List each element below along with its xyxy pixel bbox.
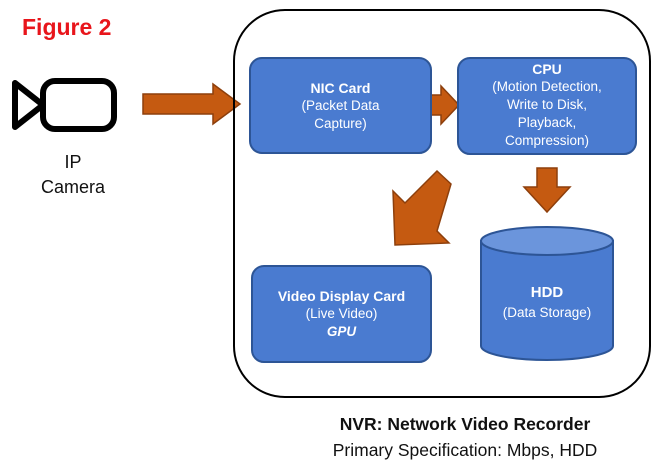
caption-spec: Primary Specification: Mbps, HDD bbox=[332, 440, 598, 460]
nvr-enclosure bbox=[233, 9, 651, 398]
nic-card-line1: (Packet Data bbox=[301, 97, 380, 113]
arrow-nic-to-cpu bbox=[430, 84, 461, 126]
hdd-title: HDD bbox=[530, 284, 564, 301]
arrow-cpu-to-hdd bbox=[522, 167, 572, 214]
camera-label: IP Camera bbox=[28, 150, 118, 200]
cpu-line2: Write to Disk, bbox=[506, 97, 587, 112]
cpu-line4: Compression) bbox=[504, 133, 590, 148]
video-card-gpu: GPU bbox=[326, 324, 357, 339]
nic-card-block: NIC Card (Packet Data Capture) bbox=[249, 57, 432, 154]
hdd-line1: (Data Storage) bbox=[502, 305, 592, 320]
nic-card-title: NIC Card bbox=[310, 79, 371, 96]
cpu-line1: (Motion Detection, bbox=[492, 79, 602, 94]
nic-card-line2: Capture) bbox=[314, 115, 367, 131]
figure-label: Figure 2 bbox=[22, 14, 112, 40]
video-card-title: Video Display Card bbox=[277, 288, 406, 304]
hdd-cylinder bbox=[480, 226, 614, 361]
cpu-title: CPU bbox=[532, 61, 562, 77]
video-camera-icon bbox=[12, 78, 117, 132]
cpu-line3: Playback, bbox=[517, 115, 577, 130]
video-card-line1: (Live Video) bbox=[305, 306, 378, 321]
hdd-label: HDD (Data Storage) bbox=[482, 283, 612, 323]
arrow-cpu-to-video-card bbox=[392, 169, 452, 246]
video-display-card-block: Video Display Card (Live Video) GPU bbox=[251, 265, 432, 363]
cpu-block: CPU (Motion Detection, Write to Disk, Pl… bbox=[457, 57, 637, 155]
arrow-camera-to-nic bbox=[142, 82, 242, 126]
camera-label-line1: IP bbox=[64, 152, 82, 172]
camera-label-line2: Camera bbox=[40, 177, 106, 197]
caption-title: NVR: Network Video Recorder bbox=[339, 414, 591, 434]
